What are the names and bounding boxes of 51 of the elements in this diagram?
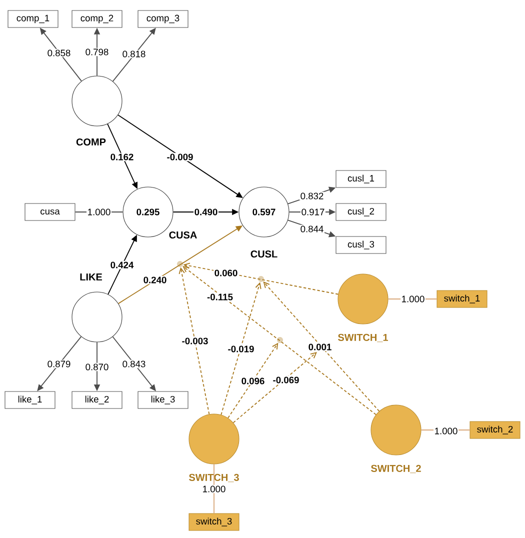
path-arrow: [220, 282, 262, 416]
construct-label: SWITCH_1: [336, 332, 390, 344]
construct-label: CUSA: [168, 230, 198, 240]
edge-label: 1.000: [400, 294, 426, 304]
path-arrow: [183, 262, 339, 295]
edge-label: 0.060: [214, 268, 238, 278]
indicator-box: comp_1: [8, 10, 58, 28]
edge-label: 0.818: [122, 50, 146, 58]
edge-label: 0.096: [240, 376, 266, 386]
path-arrow: [182, 266, 376, 416]
edge-label: 0.832: [300, 192, 324, 200]
edge-label: 0.424: [110, 260, 134, 270]
edge-label: 0.001: [308, 342, 332, 352]
path-arrow: [232, 352, 317, 424]
indicator-box: switch_1: [436, 290, 488, 308]
indicator-box: like_2: [72, 391, 122, 409]
edge-label: 0.490: [194, 208, 218, 216]
edge-label: -0.019: [226, 344, 256, 354]
indicator-box: comp_2: [72, 10, 122, 28]
indicator-box: like_1: [4, 391, 56, 409]
indicator-box: switch_3: [188, 513, 240, 531]
indicator-box: comp_3: [138, 10, 188, 28]
indicator-box: cusl_1: [336, 170, 386, 188]
indicator-box: switch_2: [470, 421, 520, 439]
construct-label: CUSL: [249, 249, 279, 259]
path-arrow: [263, 281, 380, 412]
edge-label: -0.115: [206, 292, 234, 302]
edge-label: 0.844: [300, 224, 324, 234]
edge-label: 1.000: [434, 426, 458, 436]
construct-label: LIKE: [78, 272, 104, 282]
edge-label: -0.069: [272, 376, 300, 384]
edge-label: 0.870: [84, 362, 110, 372]
construct-label: COMP: [74, 137, 108, 147]
edge-label: 0.240: [142, 276, 168, 284]
edge-label: -0.003: [180, 336, 210, 346]
indicator-box: cusl_2: [336, 203, 386, 221]
edge-label: 1.000: [202, 484, 226, 494]
edge-label: 0.879: [46, 360, 72, 368]
edge-label: -0.009: [166, 152, 194, 162]
edge-label: 0.858: [46, 48, 72, 58]
construct-label: SWITCH_2: [369, 464, 423, 474]
edge-label: 0.798: [84, 48, 110, 56]
indicator-box: like_3: [138, 391, 188, 409]
edge-label: 1.000: [86, 208, 112, 216]
edge-label: 0.917: [300, 208, 326, 216]
path-arrow: [178, 267, 210, 415]
edge-label: 0.843: [122, 360, 146, 368]
path-arrow: [228, 342, 278, 418]
edge-label: 0.162: [110, 152, 134, 162]
indicator-box: cusl_3: [336, 236, 386, 254]
indicator-box: cusa: [24, 203, 76, 221]
